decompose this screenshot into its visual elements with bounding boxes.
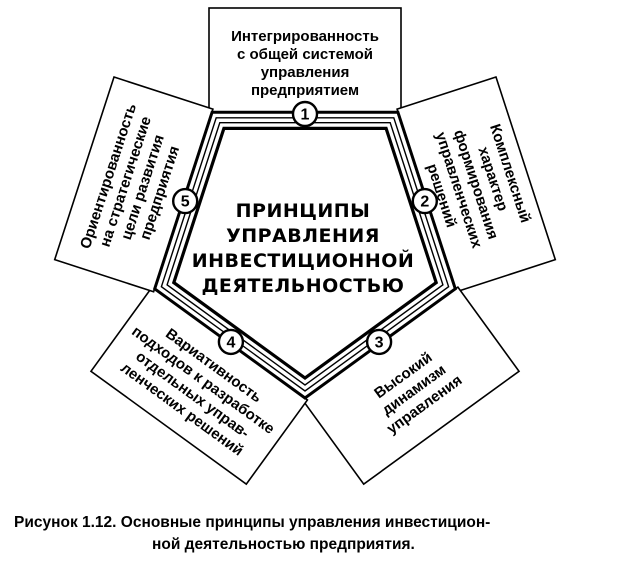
number-badge-1 [291,100,319,128]
principle-line: Интегрированность [231,28,379,45]
number-badges: 1 2 3 4 5 [171,100,438,356]
caption-line-1: Рисунок 1.12. Основные принципы управлен… [14,514,491,531]
pentagon-ring [171,126,439,380]
center-title-line-1: ПРИНЦИПЫ [236,200,371,222]
number-badge-4 [217,328,245,356]
principle-box-1 [208,7,402,113]
number-label: 3 [375,334,384,351]
center-title-line-4: ДЕЯТЕЛЬНОСТЬЮ [202,275,405,297]
principles-diagram: ПРИНЦИПЫ УПРАВЛЕНИЯ ИНВЕСТИЦИОННОЙ ДЕЯТЕ… [53,7,557,486]
number-label: 5 [181,194,190,211]
number-badge-3 [365,328,393,356]
figure-caption: Рисунок 1.12. Основные принципы управлен… [14,512,624,556]
principle-line: управления [261,64,350,81]
center-title-line-3: ИНВЕСТИЦИОННОЙ [192,249,415,272]
number-badge-2 [411,187,438,215]
number-label: 4 [226,334,235,351]
principle-line: с общей системой [237,46,373,63]
number-badge-5 [171,187,199,215]
number-label: 2 [420,194,429,211]
principle-line: предприятием [251,82,359,99]
number-label: 1 [301,107,310,124]
center-title-line-2: УПРАВЛЕНИЯ [226,225,380,247]
principle-text-2: Комплексныйхарактерформированияуправленч… [423,122,534,251]
center-title: ПРИНЦИПЫ УПРАВЛЕНИЯ ИНВЕСТИЦИОННОЙ ДЕЯТЕ… [192,200,415,297]
central-pentagon [152,110,458,400]
caption-line-2: ной деятельностью предприятия. [152,536,415,553]
